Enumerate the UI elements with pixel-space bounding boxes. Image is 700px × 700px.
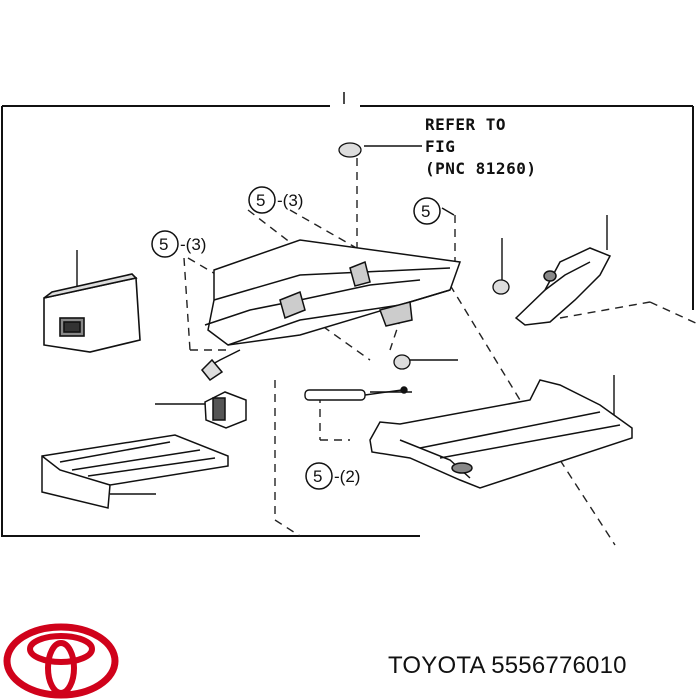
clip-parts: [338, 142, 510, 370]
callout-circle-1: [248, 186, 276, 214]
callout-circle-2: [151, 230, 179, 258]
instrument-panel-frame: [200, 239, 462, 382]
refer-to-figure-note: REFER TO FIG (PNC 81260): [425, 114, 536, 180]
bracket-part: [514, 247, 612, 326]
callout-number-1: 5: [256, 191, 265, 210]
callout-number-3: 5: [421, 202, 430, 221]
refer-line-3: (PNC 81260): [425, 159, 537, 178]
damper-part: [304, 386, 408, 401]
refer-line-2: FIG: [425, 137, 456, 156]
callout-qty-4: -(2): [334, 467, 360, 486]
callout-number-2: 5: [159, 235, 168, 254]
dashed-leader-lines: [183, 158, 700, 546]
callout-number-4: 5: [313, 467, 322, 486]
callout-qty-1: -(3): [277, 191, 303, 210]
refer-line-1: REFER TO: [425, 115, 507, 134]
latch-part: [204, 391, 247, 429]
callout-qty-2: -(3): [180, 235, 206, 254]
diagram-frame: [1, 92, 694, 537]
glove-box-part: [43, 273, 141, 353]
toyota-logo-icon: [3, 623, 119, 699]
lower-panel-left: [41, 434, 229, 509]
lower-tray-right: [369, 379, 633, 489]
callout-circles: [151, 186, 441, 490]
callout-circle-4: [305, 462, 333, 490]
part-number-label: TOYOTA 5556776010: [388, 652, 627, 679]
callout-circle-3: [413, 197, 441, 225]
